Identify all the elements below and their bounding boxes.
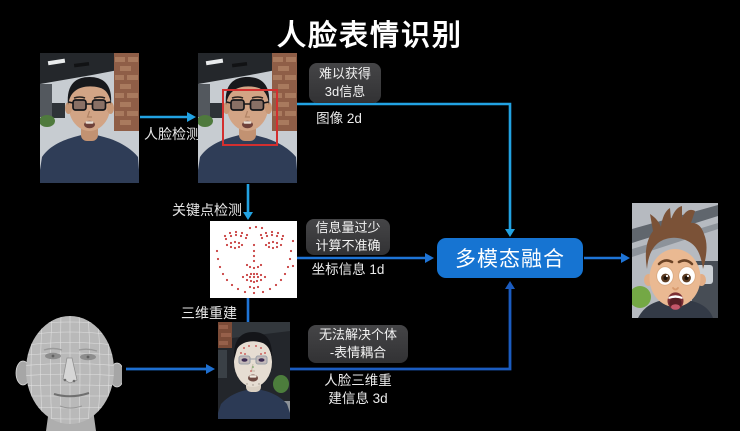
wireframe-head-image	[10, 300, 122, 431]
memoji-avatar-image	[632, 203, 718, 318]
page-title: 人脸表情识别	[276, 20, 463, 52]
note-coord-1d: 信息量过少 计算不准确	[306, 219, 390, 255]
arrow-fusion-to-avatar	[584, 253, 630, 263]
multimodal-fusion-box: 多模态融合	[437, 238, 583, 278]
facial-landmarks-image	[210, 221, 297, 298]
arrow-landmark-detection	[243, 184, 253, 220]
landmark-detection-label: 关键点检测	[172, 202, 242, 218]
arrow-image2d-to-fusion	[297, 102, 515, 237]
arrow-coord1d-to-fusion	[297, 253, 434, 263]
caption-image-2d: 图像 2d	[316, 111, 362, 126]
face-detection-photo	[198, 53, 297, 183]
note-image-2d: 难以获得 3d信息	[309, 63, 381, 103]
arrow-face-detection	[140, 112, 196, 122]
note-recon-3d: 无法解决个体 -表情耦合	[308, 325, 408, 363]
arrow-reconstruction	[126, 364, 215, 374]
caption-recon-3d: 人脸三维重 建信息 3d	[324, 373, 392, 406]
reconstructed-face-image	[218, 322, 290, 419]
reconstruction-label: 三维重建	[181, 305, 237, 321]
caption-coord-1d: 坐标信息 1d	[311, 262, 385, 277]
face-bounding-box	[222, 89, 278, 146]
arrow-recon3d-to-fusion	[290, 281, 515, 371]
selfie-photo	[40, 53, 139, 183]
face-detection-label: 人脸检测	[144, 126, 200, 142]
